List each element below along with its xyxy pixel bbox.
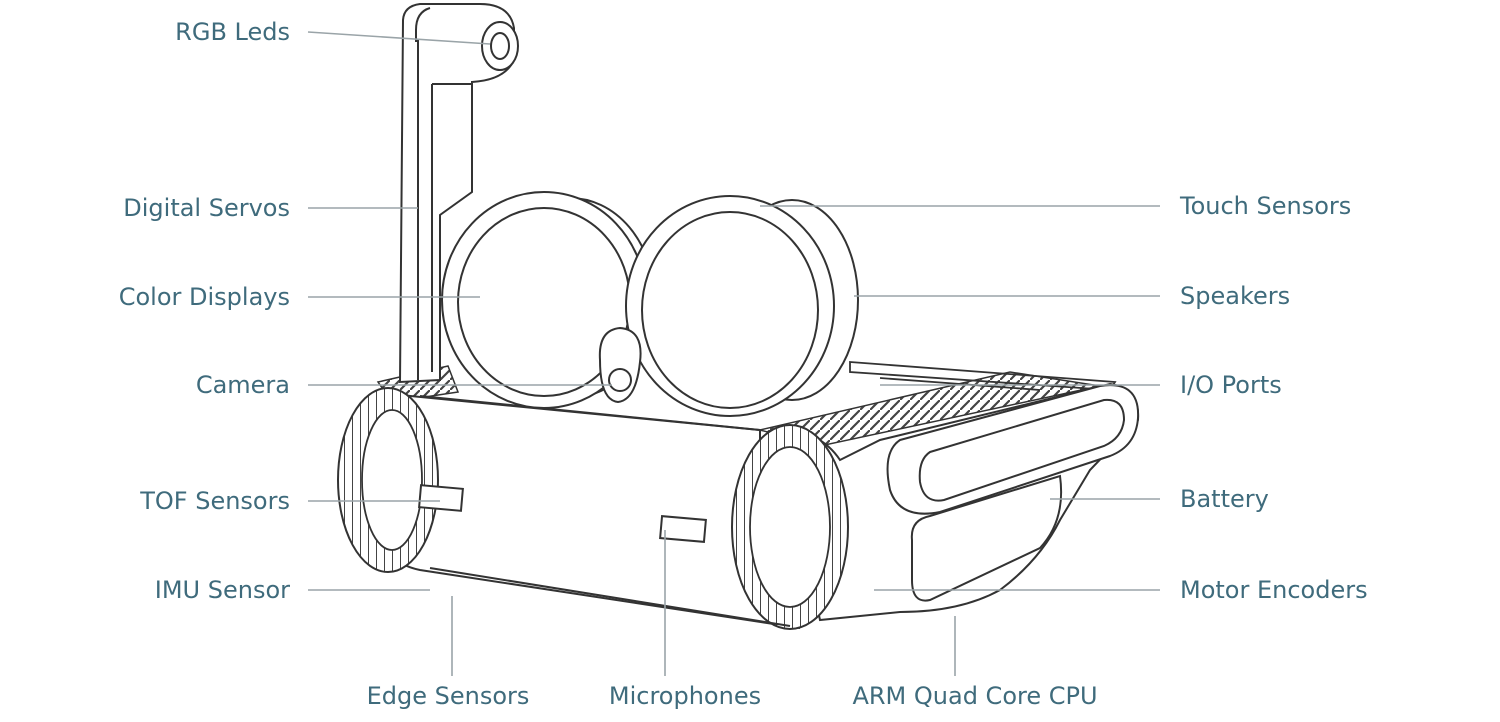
- label-touch-sensors: Touch Sensors: [1180, 192, 1352, 220]
- leader-lines: [307, 31, 1160, 676]
- tof-sensor-window: [418, 484, 464, 512]
- left-display-bezel: [441, 191, 655, 409]
- battery-pack: [886, 384, 1140, 602]
- label-camera: Camera: [195, 371, 290, 399]
- servo-arm: [398, 3, 515, 384]
- camera-lens: [598, 326, 642, 404]
- rgb-led-ring: [481, 21, 519, 71]
- label-arm-quad-core-cpu: ARM Quad Core CPU: [852, 682, 1098, 710]
- label-io-ports: I/O Ports: [1180, 371, 1282, 399]
- label-motor-encoders: Motor Encoders: [1180, 576, 1368, 604]
- right-track-wheel: [731, 424, 849, 630]
- label-rgb-leds: RGB Leds: [175, 18, 290, 46]
- label-battery: Battery: [1180, 485, 1269, 513]
- label-imu-sensor: IMU Sensor: [154, 576, 290, 604]
- left-track-wheel: [337, 387, 439, 573]
- label-digital-servos: Digital Servos: [123, 194, 290, 222]
- label-edge-sensors: Edge Sensors: [366, 682, 530, 710]
- label-color-displays: Color Displays: [118, 283, 290, 311]
- label-speakers: Speakers: [1180, 282, 1291, 310]
- label-tof-sensors: TOF Sensors: [140, 487, 290, 515]
- front-face: [419, 395, 791, 627]
- microphone-window: [659, 515, 707, 543]
- label-microphones: Microphones: [608, 682, 762, 710]
- right-display-bezel: [625, 195, 859, 417]
